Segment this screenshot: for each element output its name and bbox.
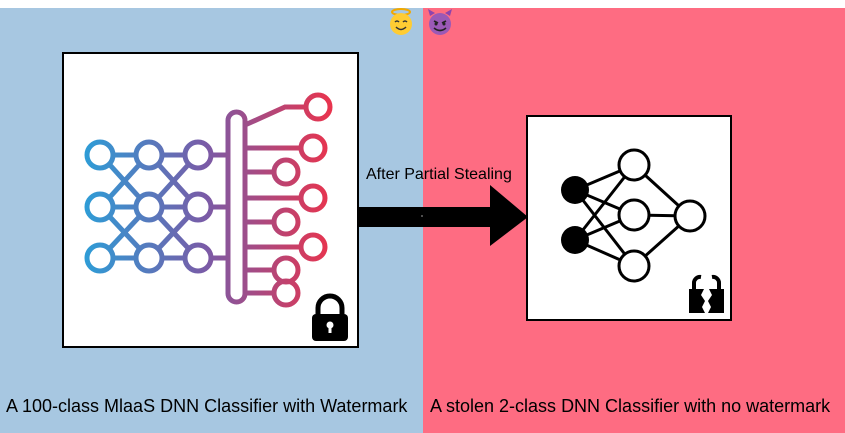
devil-emoji-icon [428,9,452,35]
angel-emoji-icon [390,8,412,35]
right-caption: A stolen 2-class DNN Classifier with no … [430,396,831,416]
left-caption: A 100-class MlaaS DNN Classifier with Wa… [6,396,408,416]
arrow-label: After Partial Stealing [366,166,512,183]
